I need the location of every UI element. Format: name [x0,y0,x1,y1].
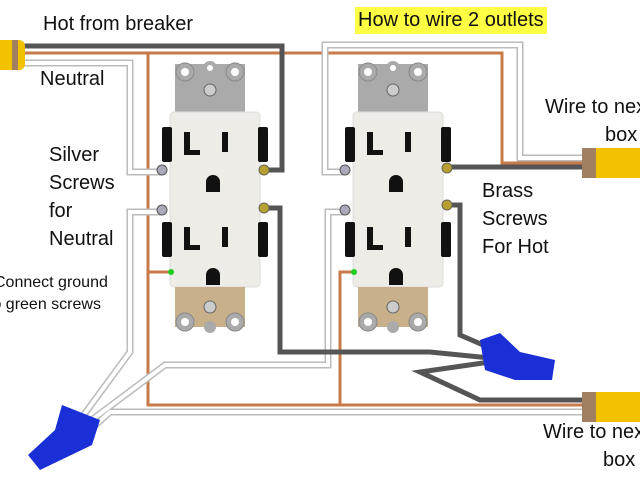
cable-next-box-bottom [582,392,640,422]
label-line: Screws [49,172,115,194]
hot-wires [20,43,590,403]
label-line: Silver [49,144,100,166]
label-line: box [603,449,636,471]
wire-nut-neutral-icon [28,405,100,470]
label-line: Connect ground [0,274,108,291]
label-line: For Hot [482,236,549,258]
label-line: Wire to next [545,96,640,118]
diagram-title: How to wire 2 outlets [355,7,547,34]
green-screws [168,269,357,275]
silver-screws [156,164,351,216]
label-line: to green screws [0,296,101,313]
label-line: box [605,124,638,146]
label-line: Neutral [49,228,114,250]
label-line: Wire to next [543,421,640,443]
label-line: Brass [482,180,534,202]
label-neutral: Neutral [40,68,105,90]
label-line: for [49,200,73,222]
brass-screws [258,162,453,214]
outlet-left [161,60,269,334]
label-line: Screws [482,208,548,230]
outlet-right [344,60,452,334]
wire-nut-hot-icon [480,333,555,380]
cable-next-box-top [582,148,640,178]
label-hot-from-breaker: Hot from breaker [43,13,194,35]
cable-incoming [0,40,25,70]
